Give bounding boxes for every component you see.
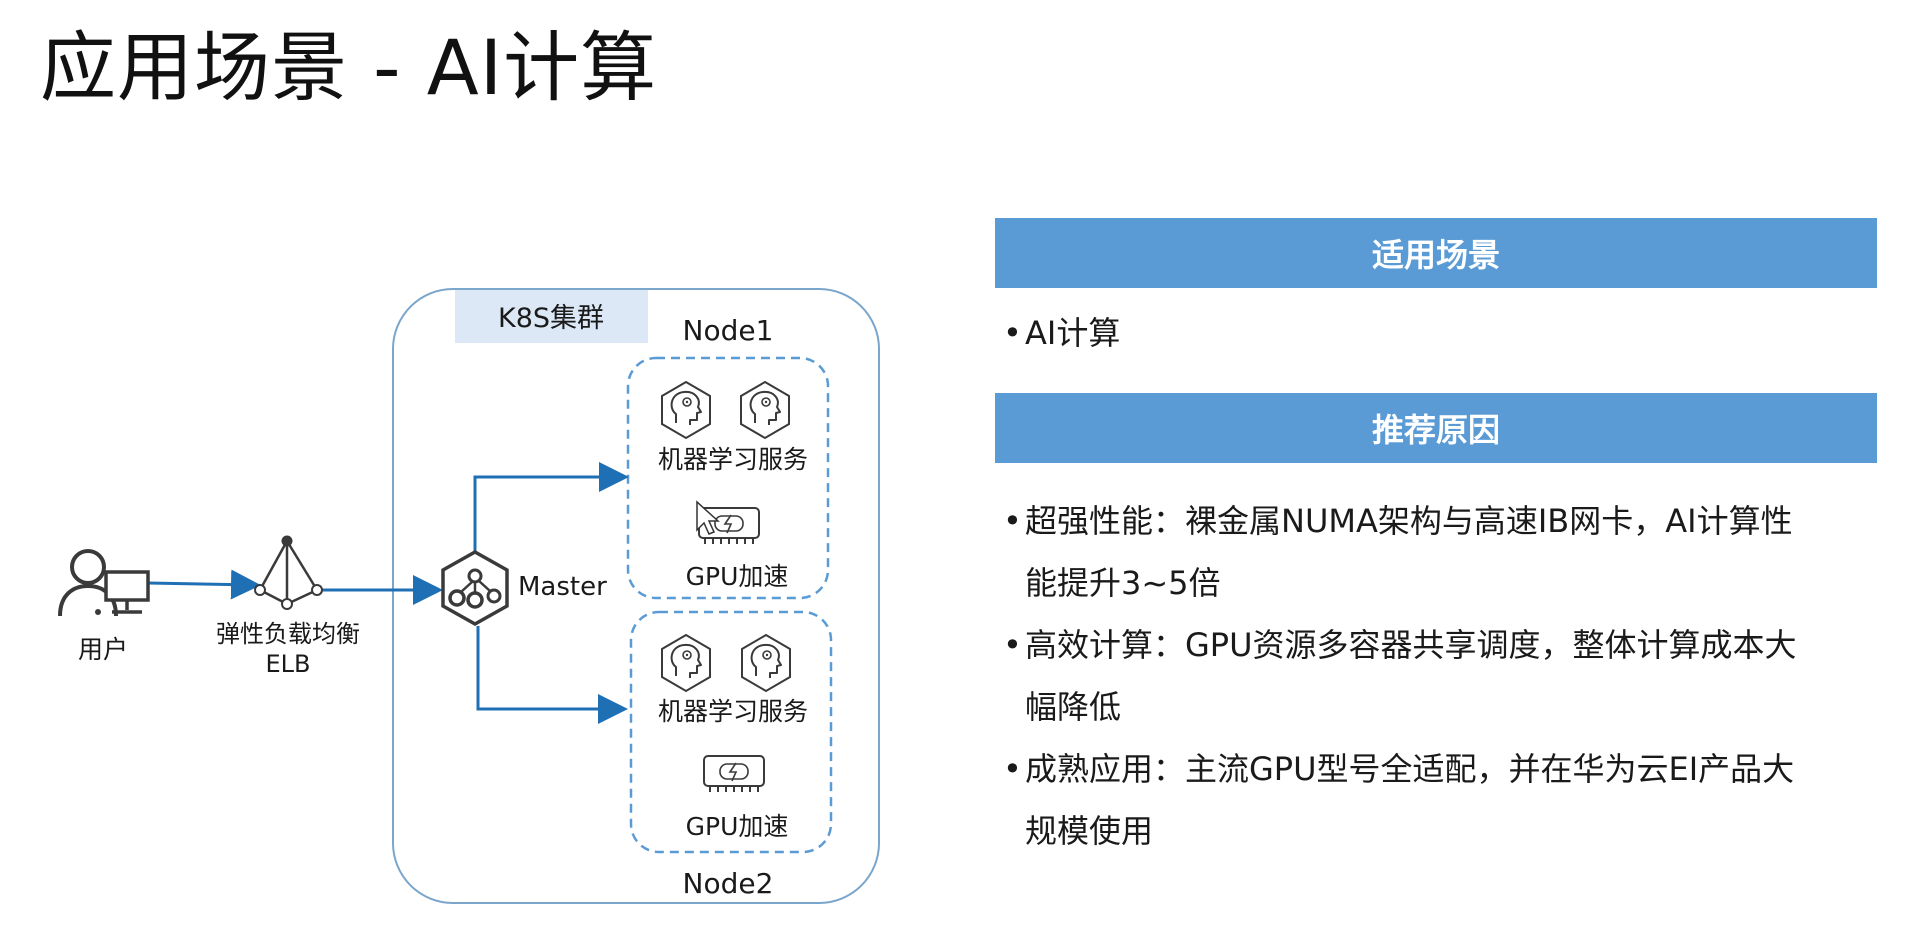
- cursor-icon: [696, 500, 720, 535]
- cluster-label-tag: [455, 290, 648, 343]
- arrow-user-elb: [147, 569, 261, 600]
- gpu-icon: [703, 755, 765, 793]
- reason-line: 成熟应用：主流GPU型号全适配，并在华为云EI产品大: [1025, 750, 1795, 788]
- ml-service-label: 机器学习服务: [658, 697, 808, 726]
- reasons-list: • 超强性能：裸金属NUMA架构与高速IB网卡，AI计算性 能提升3~5倍 • …: [995, 490, 1895, 862]
- gpu-label: GPU加速: [686, 812, 789, 841]
- node2-label: Node2: [683, 867, 774, 900]
- gpu-label: GPU加速: [686, 562, 789, 591]
- ml-service-icon: [740, 381, 790, 439]
- node2-box: [629, 610, 833, 854]
- arrow-master-node1: [473, 462, 629, 560]
- cluster-label: K8S集群: [498, 303, 604, 334]
- arrow-master-node2: [476, 626, 628, 724]
- reasons-panel: 推荐原因: [995, 393, 1877, 463]
- user-icon: [58, 549, 150, 617]
- elb-label: 弹性负载均衡: [216, 620, 360, 648]
- list-item: • 成熟应用：主流GPU型号全适配，并在华为云EI产品大 规模使用: [995, 738, 1895, 862]
- bullet-icon: •: [1003, 314, 1022, 352]
- reason-line: 幅降低: [1025, 688, 1122, 726]
- k8s-cluster-border: [392, 288, 880, 904]
- ml-service-icon: [661, 381, 711, 439]
- reason-line: 超强性能：裸金属NUMA架构与高速IB网卡，AI计算性: [1025, 502, 1793, 540]
- ml-service-icon: [741, 634, 791, 692]
- page-title: 应用场景 - AI计算: [40, 23, 658, 112]
- reason-line: 规模使用: [1025, 812, 1154, 850]
- scenario-item-text: AI计算: [1025, 314, 1121, 352]
- list-item: • AI计算: [995, 302, 1877, 364]
- reason-line: 能提升3~5倍: [1025, 564, 1221, 602]
- elb-icon: [254, 535, 323, 610]
- reasons-header: 推荐原因: [995, 393, 1877, 463]
- list-item: • 超强性能：裸金属NUMA架构与高速IB网卡，AI计算性 能提升3~5倍: [995, 490, 1895, 614]
- scenario-list: • AI计算: [995, 302, 1877, 364]
- scenario-header: 适用场景: [995, 218, 1877, 288]
- reason-line: 高效计算：GPU资源多容器共享调度，整体计算成本大: [1025, 626, 1797, 664]
- bullet-icon: •: [1003, 502, 1022, 540]
- elb-label-abbrev: ELB: [266, 650, 311, 678]
- node1-label: Node1: [683, 314, 774, 347]
- list-item: • 高效计算：GPU资源多容器共享调度，整体计算成本大 幅降低: [995, 614, 1895, 738]
- master-icon: [441, 549, 509, 627]
- master-label: Master: [518, 572, 607, 602]
- scenario-panel: 适用场景: [995, 218, 1877, 288]
- user-label: 用户: [78, 635, 128, 664]
- bullet-icon: •: [1003, 750, 1022, 788]
- ml-service-icon: [661, 634, 711, 692]
- ml-service-label: 机器学习服务: [658, 445, 808, 474]
- bullet-icon: •: [1003, 626, 1022, 664]
